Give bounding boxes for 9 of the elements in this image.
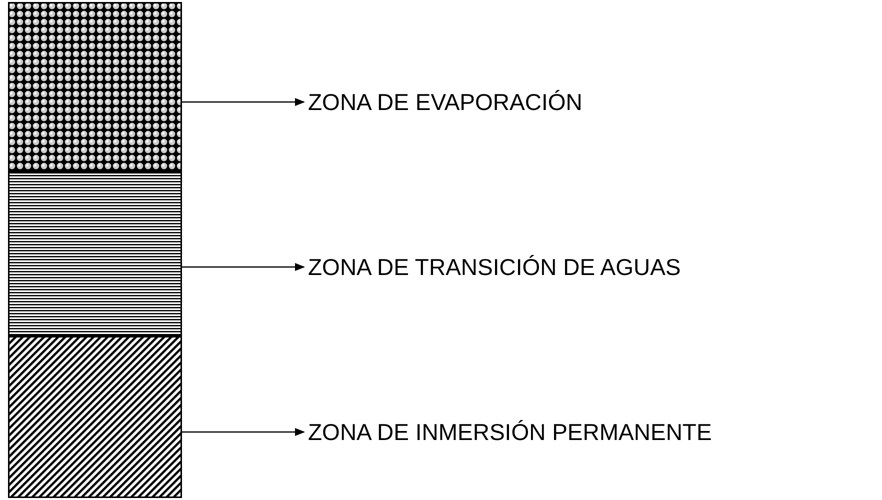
arrow xyxy=(182,263,305,271)
arrow xyxy=(182,98,305,106)
zone-label: ZONA DE INMERSIÓN PERMANENTE xyxy=(308,418,712,446)
zone-label: ZONA DE TRANSICIÓN DE AGUAS xyxy=(308,254,681,280)
arrow xyxy=(182,428,305,436)
dotted-layer xyxy=(8,2,182,172)
hatched-layer xyxy=(8,336,182,498)
striped-layer xyxy=(8,172,182,336)
zone-label: ZONA DE EVAPORACIÓN xyxy=(308,88,582,116)
